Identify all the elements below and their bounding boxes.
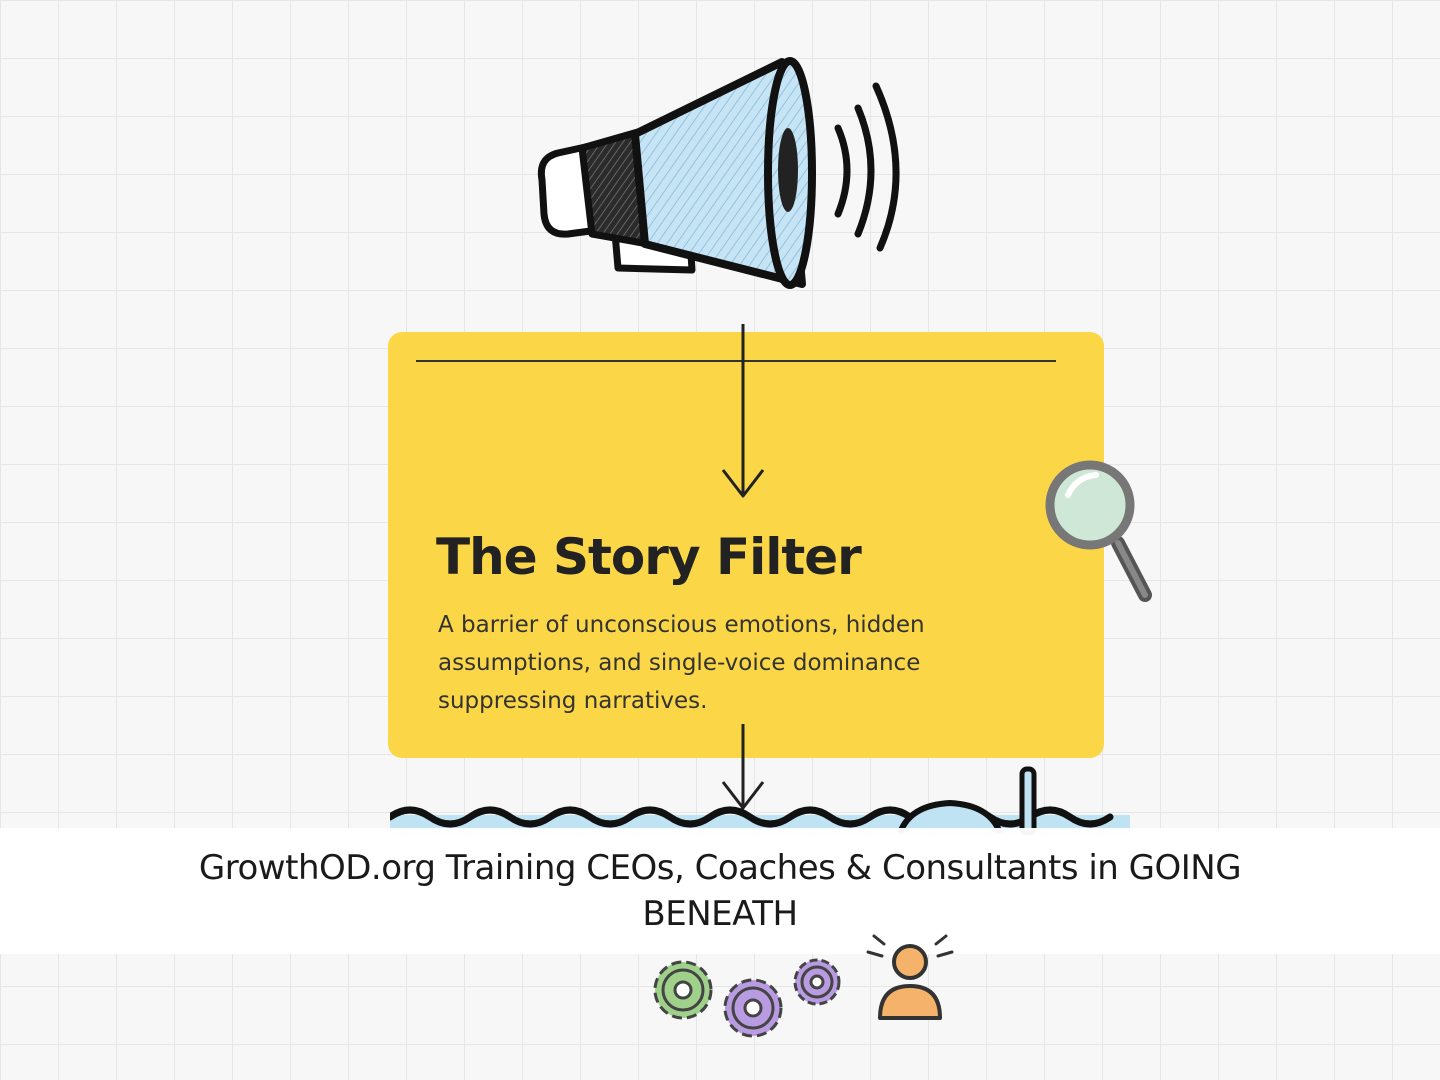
arrow-down-icon: [721, 724, 765, 810]
caption-bar: GrowthOD.org Training CEOs, Coaches & Co…: [0, 828, 1440, 954]
magnifier-icon: [1045, 460, 1152, 602]
megaphone-icon: [537, 57, 900, 289]
water-waves: [390, 766, 1130, 835]
person-icon: [866, 934, 954, 1020]
story-filter-card: The Story Filter A barrier of unconsciou…: [388, 332, 1104, 758]
caption-text: GrowthOD.org Training CEOs, Coaches & Co…: [198, 848, 1242, 934]
gears-illustration: [653, 958, 841, 1038]
card-divider: [416, 360, 1056, 362]
gear-icon: [653, 960, 713, 1020]
gear-icon: [723, 978, 783, 1038]
arrow-down-icon: [721, 324, 765, 498]
card-description: A barrier of unconscious emotions, hidde…: [438, 612, 925, 714]
gear-icon: [793, 958, 841, 1006]
card-title: The Story Filter: [436, 528, 862, 586]
